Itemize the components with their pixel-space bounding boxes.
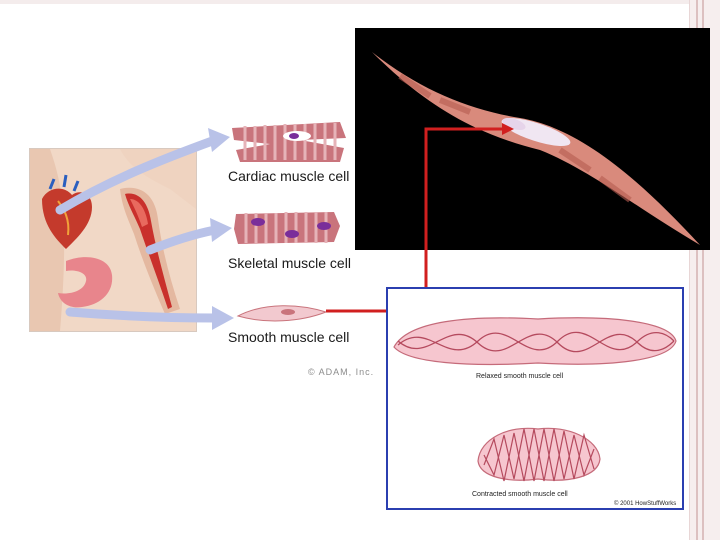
smooth-cell-small	[238, 306, 326, 321]
contracted-label: Contracted smooth muscle cell	[472, 491, 568, 498]
arrow-to-cardiac	[60, 128, 230, 210]
cardiac-cell	[232, 122, 346, 162]
smooth-contraction-box: Relaxed smooth muscle cell Contracted sm…	[386, 287, 684, 510]
arrow-to-smooth	[70, 306, 234, 330]
smooth-label: Smooth muscle cell	[228, 329, 349, 345]
skeletal-cell	[234, 212, 340, 244]
skeletal-label: Skeletal muscle cell	[228, 255, 351, 271]
copyright-label: © ADAM, Inc.	[308, 367, 374, 377]
cardiac-label: Cardiac muscle cell	[228, 168, 349, 184]
arrow-to-skeletal	[150, 218, 232, 250]
credit-label: © 2001 HowStuffWorks	[614, 501, 676, 507]
contraction-drawing	[388, 289, 682, 508]
relaxed-label: Relaxed smooth muscle cell	[476, 373, 563, 380]
